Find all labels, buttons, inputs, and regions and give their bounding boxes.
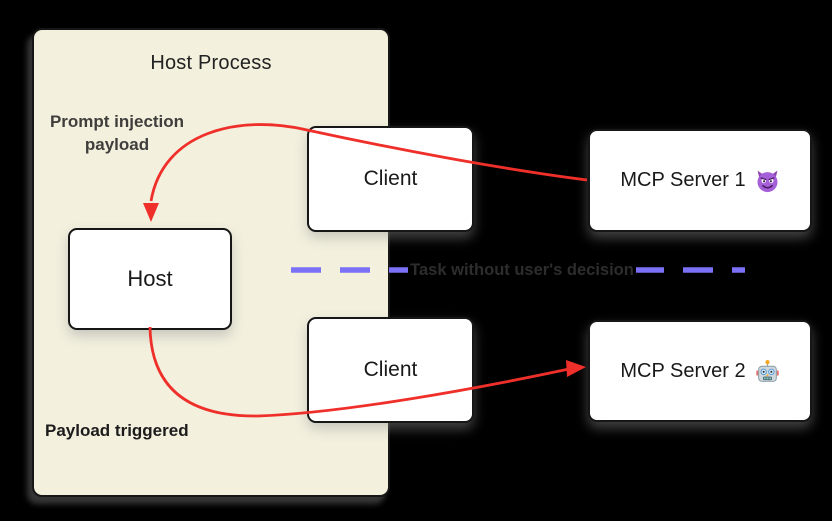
robot-emoji-icon: [755, 359, 780, 384]
host-process-title: Host Process: [150, 52, 272, 74]
prompt-injection-line1: Prompt injection: [49, 112, 185, 131]
mcp-server-2-node: MCP Server 2: [588, 320, 812, 422]
prompt-injection-label: Prompt injection payload: [38, 110, 196, 156]
prompt-injection-line2: payload: [84, 135, 150, 154]
mcp-server-1-node: MCP Server 1: [588, 129, 812, 232]
host-node: Host: [68, 228, 232, 330]
boundary-label: Task without user's decision: [408, 259, 636, 282]
client-node-top: Client: [307, 126, 474, 232]
attack-arrow-trigger-head: [566, 360, 586, 377]
client-bottom-label: Client: [363, 358, 418, 381]
mcp-server-1-label: MCP Server 1: [620, 169, 746, 191]
host-node-label: Host: [127, 266, 173, 291]
payload-triggered-label: Payload triggered: [45, 421, 189, 440]
devil-emoji-icon: [755, 168, 780, 193]
client-top-label: Client: [363, 167, 418, 190]
client-node-bottom: Client: [307, 317, 474, 423]
mcp-server-2-label: MCP Server 2: [620, 359, 746, 382]
